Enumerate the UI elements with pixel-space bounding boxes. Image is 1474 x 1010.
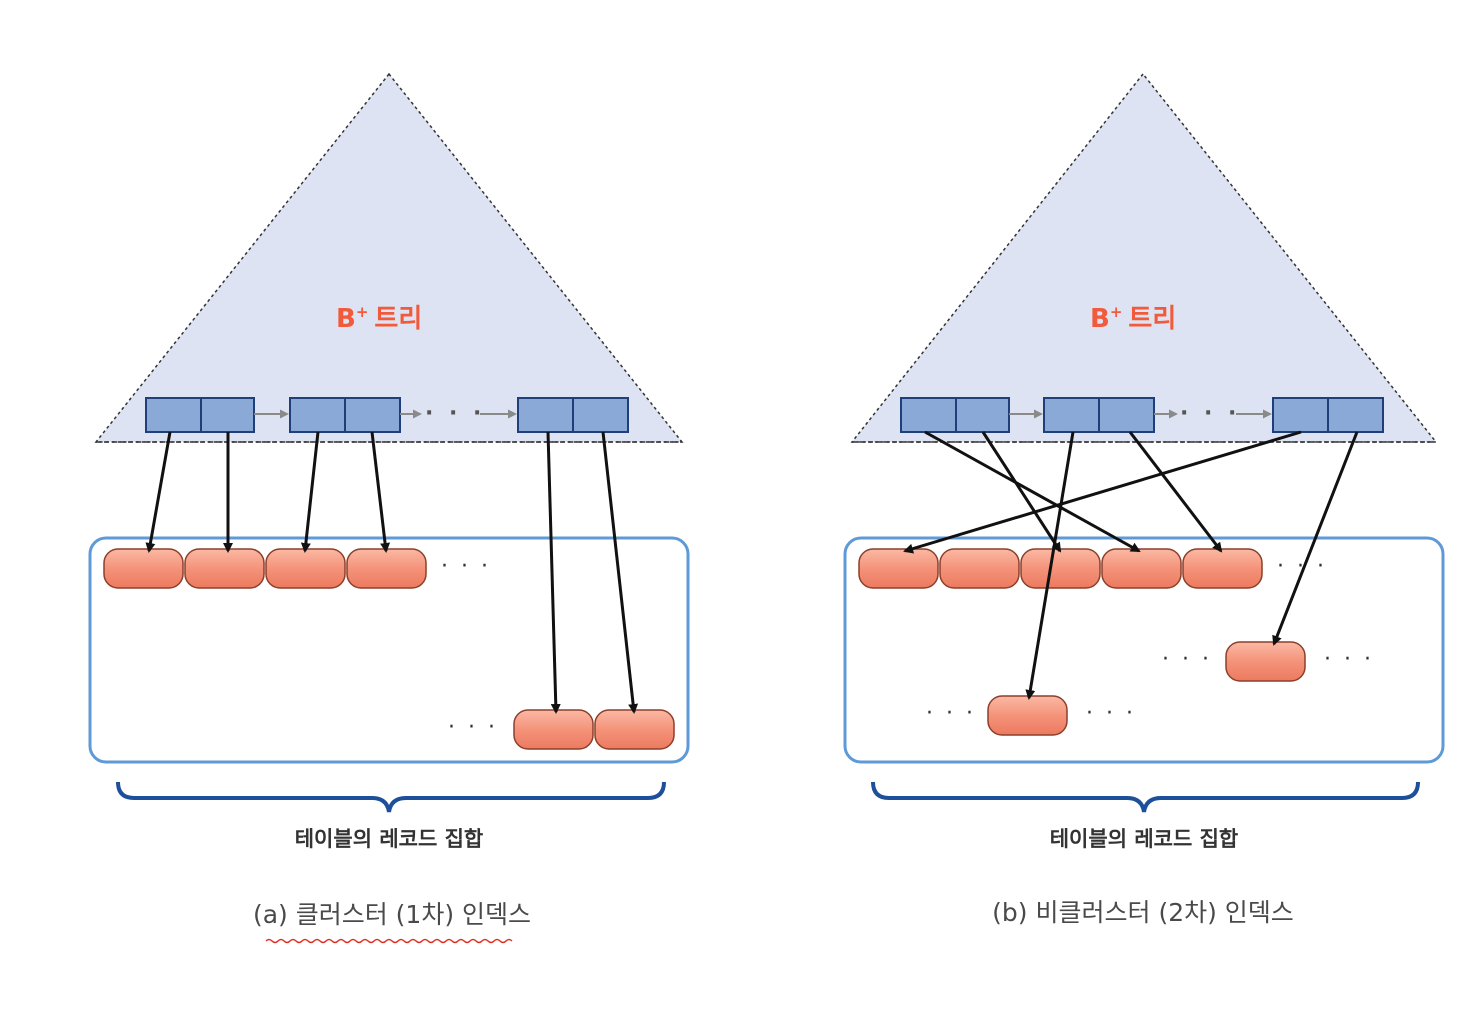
leaf-ellipsis: · · ·	[425, 401, 485, 426]
leaf-node	[900, 397, 1010, 433]
record	[184, 548, 265, 589]
diagram-caption: (a) 클러스터 (1차) 인덱스	[253, 900, 531, 929]
record-row	[513, 709, 675, 750]
record	[1182, 548, 1263, 589]
table-records-box	[88, 536, 690, 764]
record	[987, 695, 1068, 736]
leaf-node	[1043, 397, 1155, 433]
leaf-node	[145, 397, 255, 433]
leaf-node	[517, 397, 629, 433]
clustered-index-diagram: B+트리 · · · · · · · · ·	[88, 72, 690, 944]
record-pointers	[903, 430, 1359, 700]
record	[939, 548, 1020, 589]
diagram-caption: (b) 비클러스터 (2차) 인덱스	[992, 898, 1294, 927]
record-set-brace	[116, 781, 666, 813]
record-set-label: 테이블의 레코드 집합	[295, 827, 484, 851]
bplus-tree-triangle	[850, 72, 1438, 443]
record-ellipsis: · · ·	[1162, 647, 1212, 672]
record-set-brace	[871, 781, 1420, 813]
record-ellipsis: · · ·	[1324, 647, 1374, 672]
spellcheck-underline	[265, 938, 513, 944]
bplus-tree-triangle	[94, 72, 684, 443]
record	[594, 709, 675, 750]
record-set-label: 테이블의 레코드 집합	[1050, 827, 1239, 851]
record	[265, 548, 346, 589]
record	[1225, 641, 1306, 682]
record-row	[103, 548, 427, 589]
leaf-node	[289, 397, 401, 433]
leaf-ellipsis: · · ·	[1180, 401, 1240, 426]
record	[513, 709, 594, 750]
record	[1020, 548, 1101, 589]
record	[858, 548, 939, 589]
record-row	[858, 548, 1263, 589]
record	[346, 548, 427, 589]
table-records-box	[843, 536, 1445, 764]
record	[103, 548, 184, 589]
tree-label: B+트리	[1090, 303, 1176, 334]
record-ellipsis: · · ·	[926, 701, 976, 726]
tree-label: B+트리	[336, 303, 422, 334]
record	[1101, 548, 1182, 589]
record-ellipsis: · · ·	[448, 715, 498, 740]
record-pointers	[145, 431, 639, 714]
nonclustered-index-diagram: B+트리 · · · · · · · · · · · · · ·	[843, 72, 1445, 927]
leaf-node	[1272, 397, 1384, 433]
record-ellipsis: · · ·	[1086, 701, 1136, 726]
record-ellipsis: · · ·	[441, 554, 491, 579]
